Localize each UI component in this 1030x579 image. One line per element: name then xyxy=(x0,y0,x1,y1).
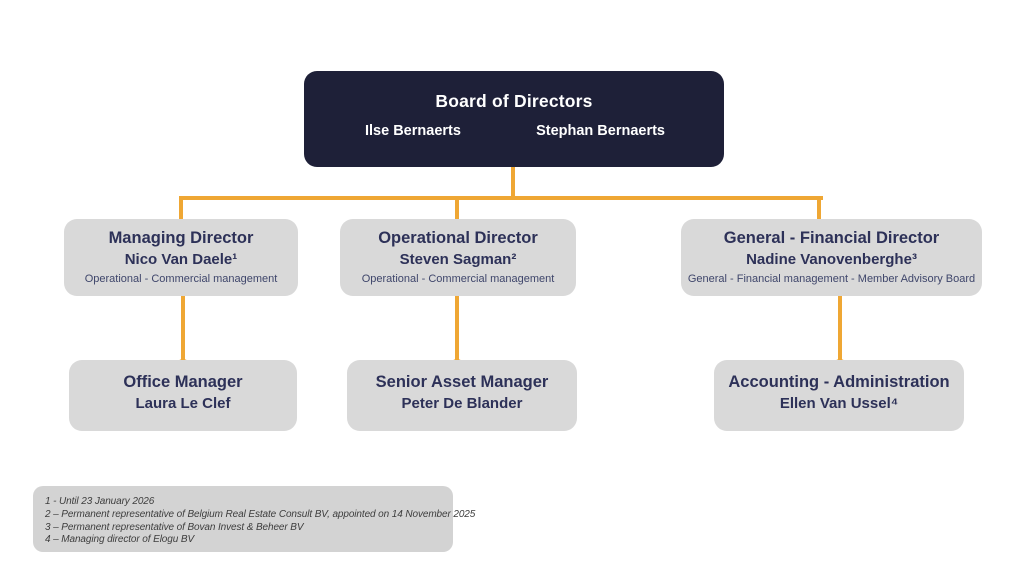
node-title: General - Financial Director xyxy=(723,229,940,247)
node-general-financial-director: General - Financial Director Nadine Vano… xyxy=(681,219,982,296)
node-person-name: Nadine Vanovenberghe³ xyxy=(746,251,917,268)
board-of-directors-node: Board of Directors Ilse Bernaerts Stepha… xyxy=(304,71,724,167)
connector-line xyxy=(179,196,823,200)
footnote-item: 4 – Managing director of Elogu BV xyxy=(45,534,195,546)
connector-line xyxy=(511,152,515,198)
node-person-name: Peter De Blander xyxy=(401,395,523,412)
node-person-name: Ellen Van Ussel⁴ xyxy=(779,395,899,412)
node-office-manager: Office Manager Laura Le Clef xyxy=(69,360,297,431)
connector-line xyxy=(455,198,459,224)
node-title: Accounting - Administration xyxy=(728,373,950,391)
node-title: Managing Director xyxy=(108,229,254,247)
footnote-item: 1 - Until 23 January 2026 xyxy=(45,496,155,507)
node-person-name: Nico Van Daele¹ xyxy=(124,251,238,268)
node-title: Office Manager xyxy=(123,373,243,391)
node-subtitle: Operational - Commercial management xyxy=(361,273,555,285)
connector-line xyxy=(838,294,842,362)
node-senior-asset-manager: Senior Asset Manager Peter De Blander xyxy=(347,360,577,431)
node-subtitle: Operational - Commercial management xyxy=(84,273,278,285)
node-person-name: Steven Sagman² xyxy=(399,251,517,268)
connector-line xyxy=(817,198,821,224)
footnote-item: 3 – Permanent representative of Bovan In… xyxy=(45,521,304,533)
node-accounting-administration: Accounting - Administration Ellen Van Us… xyxy=(714,360,964,431)
connector-line xyxy=(179,198,183,224)
node-title: Senior Asset Manager xyxy=(375,373,549,391)
board-member-name: Stephan Bernaerts xyxy=(536,123,665,139)
node-managing-director: Managing Director Nico Van Daele¹ Operat… xyxy=(64,219,298,296)
connector-line xyxy=(455,294,459,362)
footnote-item: 2 – Permanent representative of Belgium … xyxy=(45,508,476,520)
footnotes-panel: 1 - Until 23 January 2026 2 – Permanent … xyxy=(33,486,476,552)
node-person-name: Laura Le Clef xyxy=(135,395,231,412)
node-operational-director: Operational Director Steven Sagman² Oper… xyxy=(340,219,576,296)
board-title: Board of Directors xyxy=(435,91,593,111)
connector-line xyxy=(181,294,185,362)
board-member-name: Ilse Bernaerts xyxy=(365,123,461,139)
node-title: Operational Director xyxy=(378,229,538,247)
board-members: Ilse Bernaerts Stephan Bernaerts xyxy=(304,123,724,139)
node-subtitle: General - Financial management - Member … xyxy=(687,273,976,285)
